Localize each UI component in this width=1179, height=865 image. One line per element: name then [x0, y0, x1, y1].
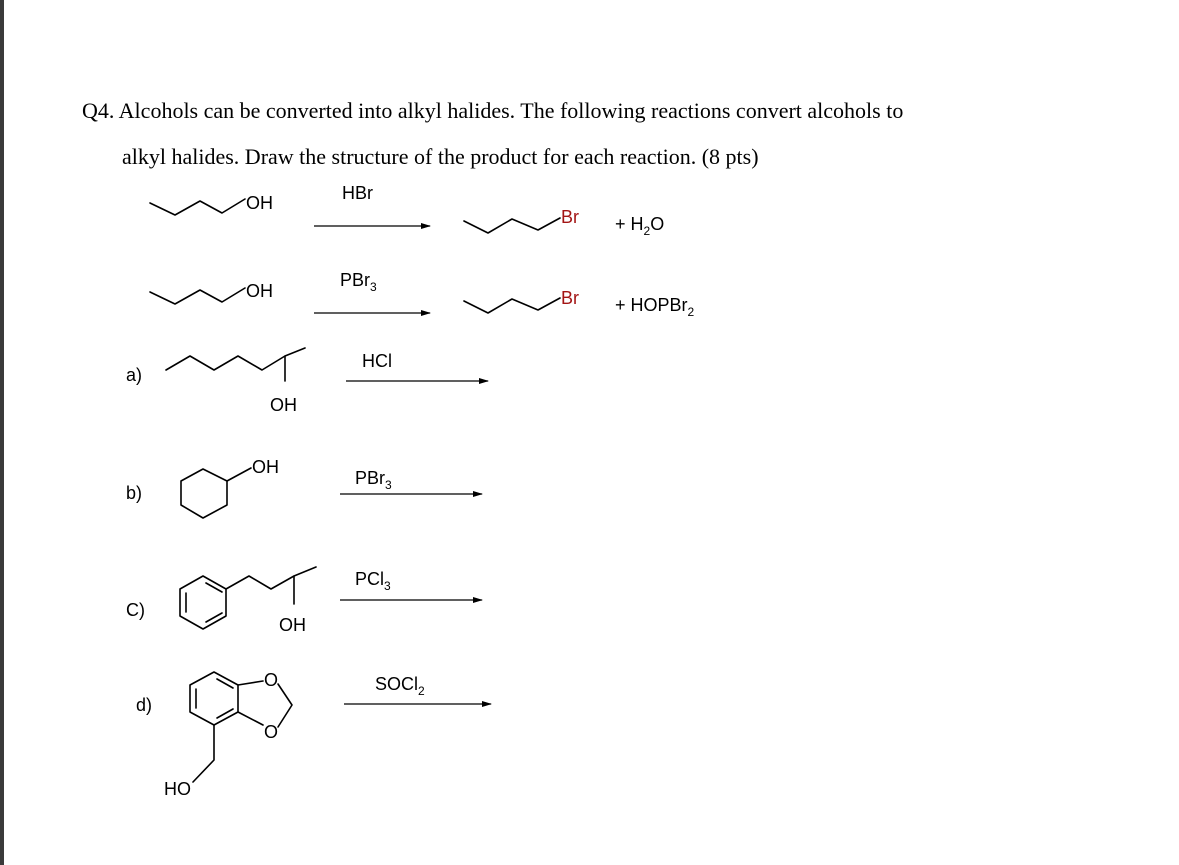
problem-d-reagent: SOCl2 — [375, 674, 425, 698]
problem-b-group: OH — [252, 457, 279, 477]
example-1-reactant-group: OH — [246, 193, 273, 213]
problem-d-o2-bond — [237, 711, 264, 726]
problem-d-o1-bond — [237, 680, 264, 686]
problem-d-methylene-bridge — [277, 683, 293, 728]
example-2-product-chain — [463, 297, 561, 314]
question-line-2: alkyl halides. Draw the structure of the… — [122, 144, 759, 169]
problem-c-side-chain — [225, 566, 317, 590]
example-1-reaction: OH HBr Br + H2O — [149, 183, 664, 238]
left-window-border — [0, 0, 4, 865]
problem-d-label: d) — [136, 695, 152, 715]
example-1-product-chain — [463, 217, 561, 234]
problem-d-double-bond-3 — [216, 708, 234, 719]
problem-b-label: b) — [126, 483, 142, 503]
example-2-reagent: PBr3 — [340, 270, 377, 294]
problem-a-group: OH — [270, 395, 297, 415]
problem-c-double-bond-2 — [205, 582, 223, 593]
problem-b-side-chain — [226, 467, 252, 482]
problem-d-side-chain — [192, 724, 215, 783]
problem-d-ring-o2: O — [264, 722, 278, 742]
problem-b-reagent: PBr3 — [355, 468, 392, 492]
problem-b: b) OH PBr3 — [126, 457, 483, 519]
problem-a-label: a) — [126, 365, 142, 385]
problem-d-ring-o1: O — [264, 670, 278, 690]
problem-a: a) OH HCl — [126, 347, 489, 415]
example-1-reagent: HBr — [342, 183, 373, 203]
example-2-byproduct: + HOPBr2 — [615, 295, 695, 319]
example-1-product-group: Br — [561, 207, 579, 227]
question-line-1: Q4. Alcohols can be converted into alkyl… — [82, 98, 904, 123]
problem-c: C) OH PCl3 — [126, 566, 483, 635]
problem-d: d) O O HO SOCl2 — [136, 670, 492, 799]
problem-d-benzene-ring — [189, 671, 239, 726]
problem-d-double-bond-2 — [216, 678, 234, 689]
problem-c-reagent: PCl3 — [355, 569, 391, 593]
example-2-reaction: OH PBr3 Br + HOPBr2 — [149, 270, 695, 319]
problem-c-benzene-ring — [179, 575, 227, 630]
problem-c-group: OH — [279, 615, 306, 635]
example-2-product-group: Br — [561, 288, 579, 308]
example-2-reactant-group: OH — [246, 281, 273, 301]
problem-a-chain — [165, 347, 306, 371]
example-1-byproduct: + H2O — [615, 214, 664, 238]
problem-b-cyclohexane-ring — [180, 468, 228, 519]
example-1-reactant-chain — [149, 198, 246, 216]
question-text: Q4. Alcohols can be converted into alkyl… — [82, 88, 1142, 180]
problem-d-group: HO — [164, 779, 191, 799]
example-2-reactant-chain — [149, 287, 246, 305]
problem-c-double-bond-3 — [205, 612, 223, 623]
problem-a-reagent: HCl — [362, 351, 392, 371]
problem-c-label: C) — [126, 600, 145, 620]
